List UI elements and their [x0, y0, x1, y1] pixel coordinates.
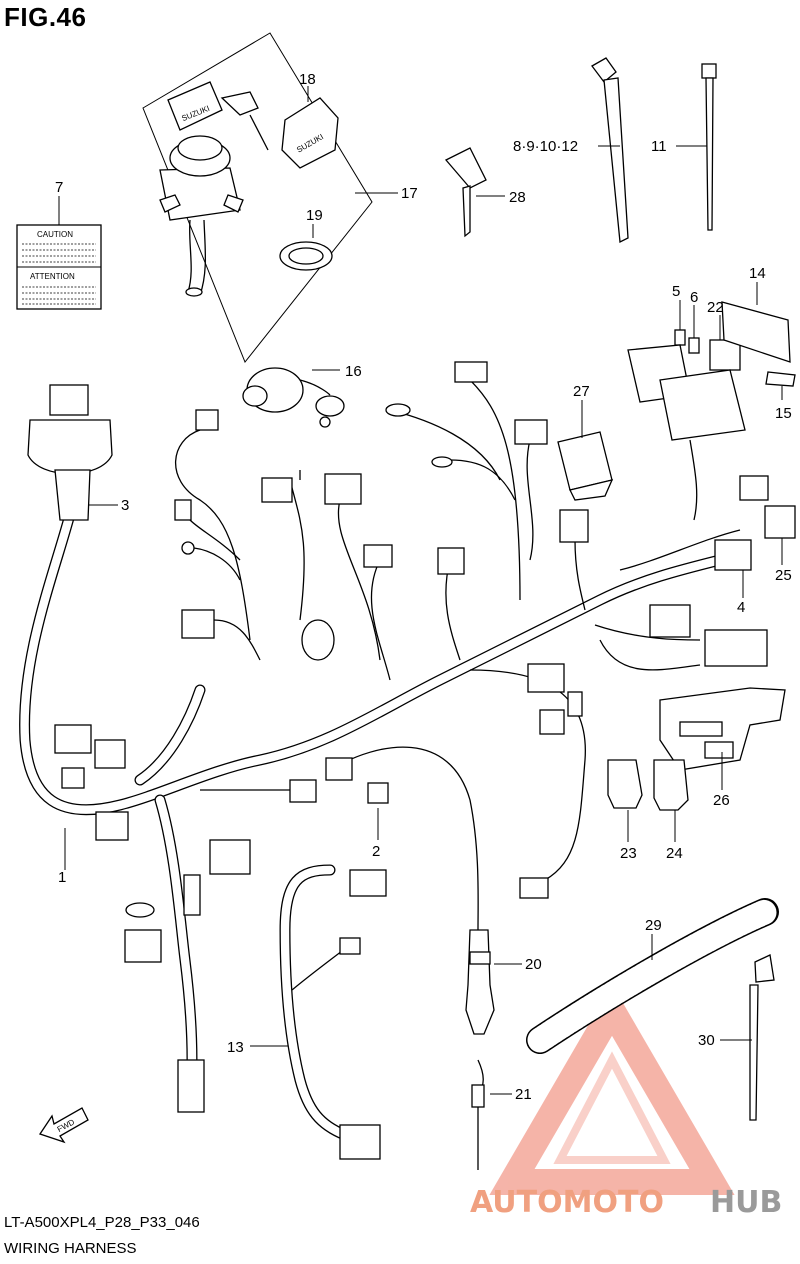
watermark-text-automoto: AUTOMOTO — [470, 1185, 664, 1220]
main-harness-1 — [19, 384, 726, 1066]
callout-11: 11 — [651, 138, 667, 155]
caution-text: CAUTION — [37, 230, 73, 239]
key-28 — [444, 147, 505, 238]
callout-15: 15 — [775, 405, 792, 422]
watermark-text-hub: HUB — [710, 1185, 782, 1220]
figure-name: WIRING HARNESS — [4, 1240, 137, 1257]
relay-27 — [557, 400, 614, 501]
callout-17: 17 — [401, 185, 418, 202]
callout-16: 16 — [345, 363, 362, 380]
callout-22: 22 — [707, 299, 724, 316]
oxygen-sensor-20 — [465, 929, 522, 1035]
callout-2: 2 — [372, 843, 380, 860]
figure-code: LT-A500XPL4_P28_P33_046 — [4, 1214, 200, 1231]
caution-label-7: CAUTION ATTENTION — [16, 196, 102, 310]
cable-tie-30 — [720, 954, 775, 1121]
callout-24: 24 — [666, 845, 683, 862]
cover-24 — [653, 759, 689, 842]
callout-3: 3 — [121, 497, 129, 514]
callout-30: 30 — [698, 1032, 715, 1049]
callout-8-9-10-12: 8·9·10·12 — [513, 138, 578, 155]
callout-14: 14 — [749, 265, 766, 282]
watermark-logo — [489, 984, 735, 1195]
bracket-26 — [659, 687, 786, 790]
socket-16 — [242, 367, 345, 428]
callout-23: 23 — [620, 845, 637, 862]
cover-23 — [607, 759, 643, 842]
callout-5: 5 — [672, 283, 680, 300]
callout-13: 13 — [227, 1039, 244, 1056]
callout-18: 18 — [299, 71, 316, 88]
spring-21 — [471, 1059, 512, 1170]
callout-27: 27 — [573, 383, 590, 400]
branch-connectors — [54, 361, 796, 1160]
watermark-triangle — [489, 984, 735, 1195]
attention-text: ATTENTION — [30, 272, 75, 281]
figure-title: FIG.46 — [4, 2, 87, 32]
callout-4: 4 — [737, 599, 745, 616]
ignition-switch-assembly: SUZUKI SUZUKI — [142, 32, 373, 363]
callout-29: 29 — [645, 917, 662, 934]
fwd-arrow-icon: FWD — [38, 1107, 89, 1144]
callout-21: 21 — [515, 1086, 532, 1103]
conduit-29 — [526, 898, 779, 1054]
callout-20: 20 — [525, 956, 542, 973]
callout-1: 1 — [58, 869, 66, 886]
cable-tie-8-12 — [591, 57, 629, 244]
callout-25: 25 — [775, 567, 792, 584]
callout-28: 28 — [509, 189, 526, 206]
callout-26: 26 — [713, 792, 730, 809]
cable-tie-11 — [676, 63, 717, 231]
assembly-box-17 — [142, 32, 373, 363]
fuse-block-group — [627, 282, 796, 521]
callout-7: 7 — [55, 179, 63, 196]
callout-19: 19 — [306, 207, 323, 224]
callout-6: 6 — [690, 289, 698, 306]
